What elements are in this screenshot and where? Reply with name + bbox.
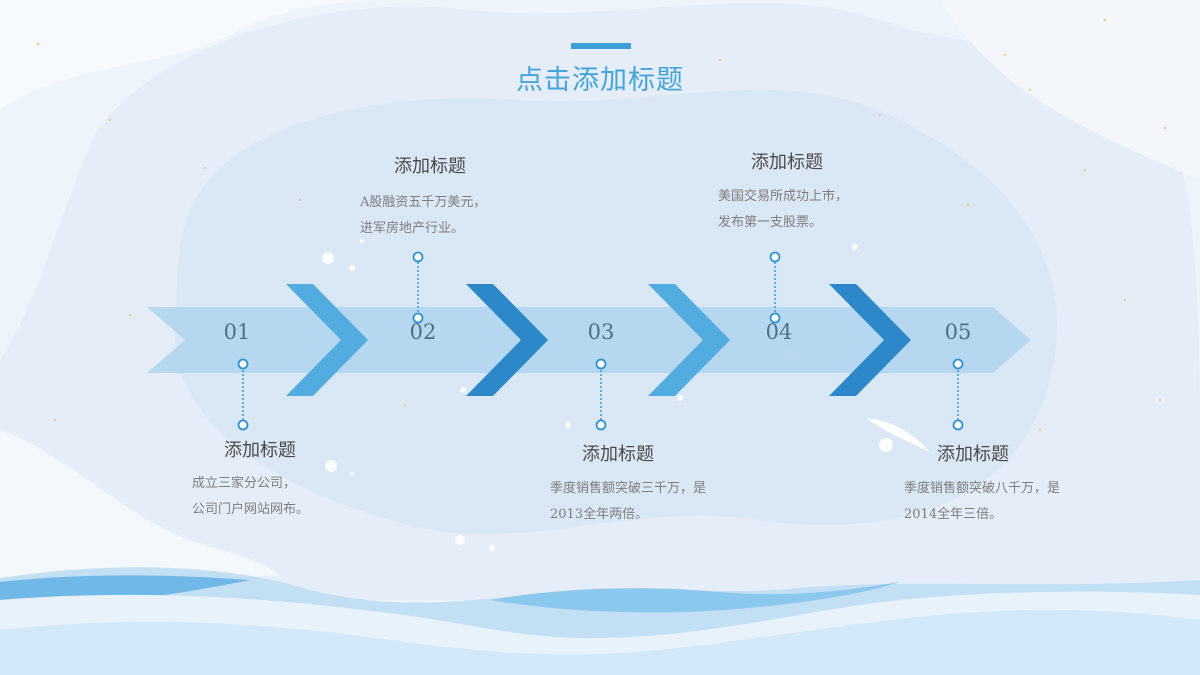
marker-ring-1a [237, 358, 249, 370]
bg-blob-left [0, 0, 420, 110]
title-accent-bar [571, 43, 631, 49]
step-2-line-1: A股融资五千万美元， [360, 195, 487, 210]
step-5-line-2: 2014全年三倍。 [904, 507, 1003, 522]
step-number-02: 02 [409, 320, 437, 344]
wave-front [0, 609, 1200, 675]
step-3-description[interactable]: 季度销售额突破三千万，是 2013全年两倍。 [550, 476, 706, 528]
step-number-03: 03 [587, 320, 615, 344]
step-5-description[interactable]: 季度销售额突破八千万，是 2014全年三倍。 [904, 476, 1060, 528]
bg-blob-bottom-left [0, 430, 280, 590]
step-4-line-1: 美国交易所成功上市， [718, 189, 849, 204]
step-1-heading[interactable]: 添加标题 [224, 440, 296, 461]
step-4-line-2: 发布第一支股票。 [718, 215, 823, 230]
marker-ring-4b [769, 312, 781, 324]
step-1-line-2: 公司门户网站网布。 [192, 502, 310, 517]
step-3-line-2: 2013全年两倍。 [550, 507, 649, 522]
sparkle-dots [238, 239, 893, 551]
step-2-description[interactable]: A股融资五千万美元， 进军房地产行业。 [360, 190, 486, 242]
marker-ring-2b [412, 312, 424, 324]
comet-streak [866, 418, 930, 452]
chevron-1 [286, 284, 368, 396]
step-3-line-1: 季度销售额突破三千万，是 [550, 481, 707, 496]
step-number-05: 05 [944, 320, 972, 344]
chevron-3 [648, 284, 730, 396]
step-5-line-1: 季度销售额突破八千万，是 [904, 481, 1061, 496]
chevron-4 [829, 284, 911, 396]
bg-blob-right [940, 0, 1200, 180]
step-number-01: 01 [223, 320, 251, 344]
gold-specks [36, 18, 1167, 432]
step-1-description[interactable]: 成立三家分公司， 公司门户网站网布。 [192, 471, 309, 523]
timeline-arrow [147, 307, 1031, 373]
step-2-heading[interactable]: 添加标题 [394, 156, 466, 177]
marker-ring-5b [952, 419, 964, 431]
marker-ring-5a [952, 358, 964, 370]
step-2-line-2: 进军房地产行业。 [360, 221, 465, 236]
markers [237, 251, 964, 431]
marker-ring-2a [412, 251, 424, 263]
slide-title[interactable]: 点击添加标题 [516, 65, 684, 96]
step-4-description[interactable]: 美国交易所成功上市， 发布第一支股票。 [718, 184, 848, 236]
step-4-heading[interactable]: 添加标题 [751, 152, 823, 173]
marker-ring-4a [769, 251, 781, 263]
marker-ring-3a [595, 358, 607, 370]
marker-ring-1b [237, 419, 249, 431]
step-number-04: 04 [765, 320, 793, 344]
chevron-2 [466, 284, 548, 396]
marker-ring-3b [595, 419, 607, 431]
step-5-heading[interactable]: 添加标题 [937, 444, 1009, 465]
wave-mid [490, 582, 900, 613]
step-3-heading[interactable]: 添加标题 [582, 444, 654, 465]
step-1-line-1: 成立三家分公司， [192, 476, 297, 491]
